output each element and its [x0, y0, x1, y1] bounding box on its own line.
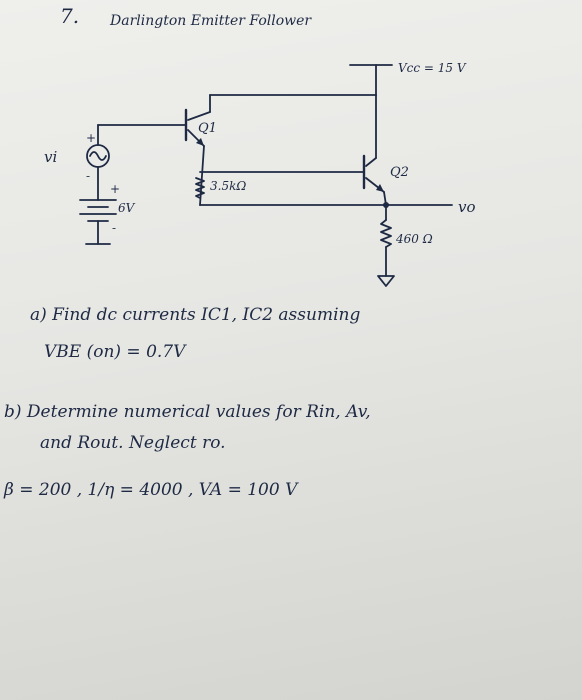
- q1-label: Q1: [198, 121, 217, 136]
- resistor-460-icon: [380, 219, 392, 248]
- sine-wave-icon: [89, 151, 107, 161]
- q1-emitter-wire: [199, 145, 205, 206]
- question-a-line-1: a) Find dc currents IC1, IC2 assuming: [30, 305, 361, 325]
- problem-number: 7.: [60, 4, 80, 28]
- given-parameters: β = 200 , 1/η = 4000 , VA = 100 V: [4, 480, 298, 500]
- battery-plus-sign: +: [110, 182, 120, 196]
- r1-label: 3.5kΩ: [210, 179, 246, 193]
- q2-collector-lead: [365, 157, 377, 167]
- question-b-line-1: b) Determine numerical values for Rin, A…: [4, 402, 371, 422]
- q2-label: Q2: [390, 165, 409, 180]
- q1-collector-lead: [187, 111, 211, 121]
- source-minus-sign: -: [86, 169, 90, 183]
- vi-label: vi: [44, 148, 57, 166]
- re-label: 460 Ω: [395, 232, 433, 246]
- source-plus-sign: +: [86, 131, 96, 145]
- q2-emitter-arrow-icon: [376, 184, 384, 192]
- question-b-line-2: and Rout. Neglect ro.: [40, 433, 226, 453]
- q1-emitter-arrow-icon: [196, 138, 204, 146]
- battery-minus-sign: -: [112, 221, 116, 235]
- ground-arrow-icon: [377, 275, 395, 287]
- question-a-line-2: VBE (on) = 0.7V: [44, 342, 186, 362]
- problem-title: Darlington Emitter Follower: [110, 13, 312, 29]
- vo-label: vo: [458, 198, 476, 216]
- resistor-3k5-icon: [195, 177, 205, 199]
- vcc-label: Vcc = 15 V: [398, 61, 467, 75]
- bias-voltage-label: 6V: [118, 201, 136, 215]
